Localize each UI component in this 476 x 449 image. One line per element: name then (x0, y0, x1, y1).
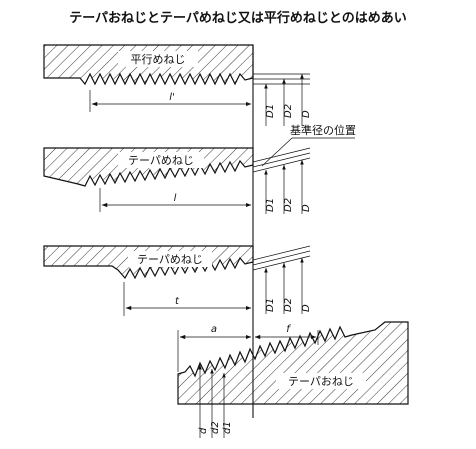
dim-D-p1: D (301, 110, 312, 118)
dim-D-p3: D (301, 304, 312, 312)
dim-D1-p3: D1 (265, 298, 276, 312)
dimension-label-f: f (286, 324, 291, 335)
tapered-external-thread-label: テーパおねじ (288, 375, 354, 388)
length-label-t: t (175, 296, 180, 307)
reference-diameter-position-label: 基準径の位置 (290, 123, 356, 137)
dim-D1-p2: D1 (265, 198, 276, 212)
dim-D2-p2: D2 (283, 198, 294, 212)
tapered-internal-thread-recess-label: テーパめねじ (137, 253, 203, 266)
panel-parallel-internal-thread: 平行めねじ l' D1 D2 D (43, 44, 312, 126)
dim-D2-p3: D2 (283, 298, 294, 312)
diagram-title: テーパおねじとテーパめねじ又は平行めねじとのはめあい (69, 10, 407, 26)
panel-tapered-internal-thread: テーパめねじ 基準径の位置 l D1 D2 D (43, 123, 356, 214)
dim-d2-p4: d2 (210, 421, 221, 434)
dim-D-p2: D (301, 204, 312, 212)
panel-tapered-internal-thread-recess: テーパめねじ t D1 D2 D (43, 245, 312, 316)
dim-D1-p1: D1 (265, 104, 276, 118)
parallel-internal-thread-label: 平行めねじ (131, 53, 186, 66)
panel-tapered-external-thread: テーパおねじ a f d d2 d1 (177, 321, 409, 438)
dimension-label-a: a (211, 324, 217, 335)
length-label-l: l (174, 193, 177, 204)
length-label-l-prime: l' (169, 92, 175, 103)
dim-D2-p1: D2 (283, 104, 294, 118)
tapered-internal-thread-label: テーパめねじ (128, 154, 194, 167)
dim-d1-p4: d1 (222, 421, 233, 434)
dim-d-p4: d (198, 427, 209, 434)
